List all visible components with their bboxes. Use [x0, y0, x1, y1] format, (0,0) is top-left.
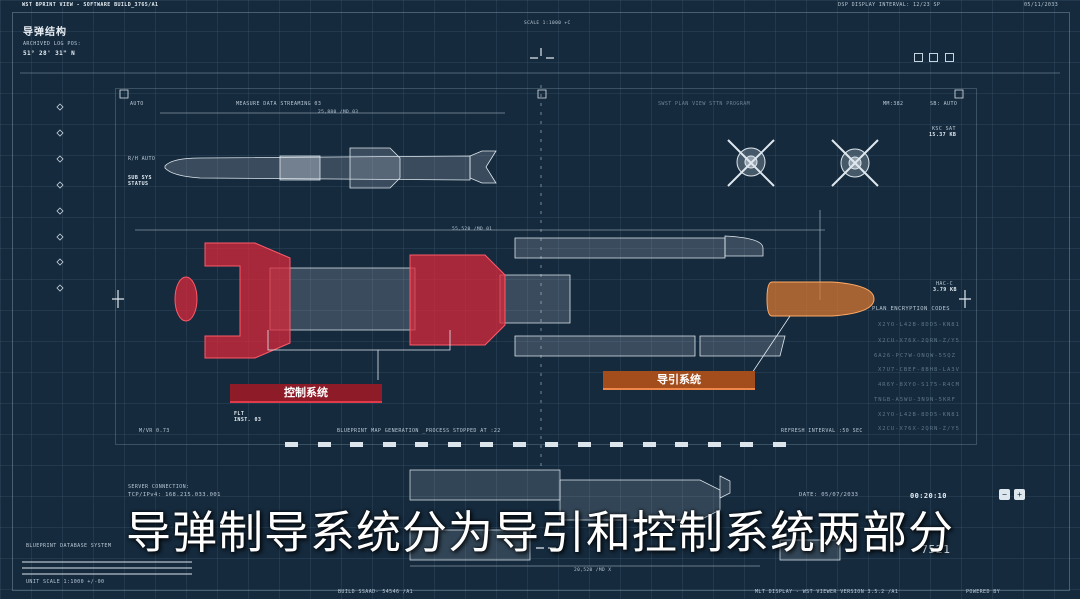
guidance-orange-nose [766, 281, 875, 317]
status-label: STATUS [128, 181, 149, 187]
window-icon-3[interactable] [945, 53, 954, 62]
plan-codes-label: PLAN ENCRYPTION CODES [872, 306, 950, 312]
mid-measure-value: 55,520 /MD 01 [452, 227, 493, 232]
front-view-1 [727, 139, 775, 187]
archived-label: ARCHIVED LOG POS: [23, 41, 81, 47]
measure-value: 25,880 /MD 03 [318, 110, 359, 115]
code-3: 6A26-PC7W-ONQW-55QZ [874, 353, 956, 359]
header-center-right: DSP DISPLAY INTERVAL: 12/23 SP [838, 2, 941, 8]
crosshair-marks [112, 48, 971, 549]
blueprint-gen-label: BLUEPRINT MAP GENERATION _PROCESS STOPPE… [337, 428, 501, 434]
bottom-wireframe-parts [409, 469, 841, 561]
window-icon-2[interactable] [929, 53, 938, 62]
outer-frame [12, 12, 1070, 591]
zoom-in-button[interactable]: + [1014, 489, 1025, 500]
date2-label: DATE: 05/07/2033 [799, 492, 859, 498]
swst-plan-label: SWST PLAN VIEW STTN PROGRAM [658, 101, 751, 107]
tcp-label: TCP/IPv4: 168.215.033.001 [128, 492, 221, 498]
page-title: 导弹结构 [23, 27, 67, 38]
sb-auto-label: SB: AUTO [930, 101, 958, 107]
scale-bars [22, 561, 192, 575]
unit-scale-label: UNIT SCALE 1:1000 +/-00 [26, 579, 105, 585]
measure-label: MEASURE DATA STREAMING 03 [236, 101, 322, 107]
header-date: 05/11/2033 [1024, 2, 1059, 8]
window-icon-1[interactable] [914, 53, 923, 62]
code-8: X2CU-X76X-2QRN-Z/Y5 [878, 426, 960, 432]
sub-sys-label: SUB SYS [128, 175, 152, 181]
hac-value: 3.79 KB [933, 287, 957, 293]
code-2: X2CU-X76X-2QRN-Z/Y5 [878, 338, 960, 344]
code-1: X2YO-L42B-8DD5-KN81 [878, 322, 960, 328]
ksc-label: KSC SAT [932, 126, 956, 132]
coords-value: 51° 28' 31" N [23, 50, 76, 57]
header-left: WST BPRINT VIEW - SOFTWARE BUILD_3765/A1 [22, 2, 159, 8]
bottom-measure-value: 20,520 /MD X [574, 568, 612, 573]
front-view-2 [831, 139, 879, 187]
center-missile-body [269, 235, 786, 357]
powered-label: POWERED BY [966, 589, 1001, 595]
rh-auto-label: R/H AUTO [128, 156, 156, 162]
top-missile-wireframe [164, 147, 497, 189]
dimension-lines [135, 85, 825, 567]
server-label: SERVER CONNECTION: [128, 484, 190, 490]
mvr-label: M/VR 0.73 [139, 428, 170, 434]
counter-value: 7521 [921, 543, 951, 556]
guidance-system-tag: 导引系统 [603, 371, 755, 390]
code-5: 4R6Y-8XYO-S175-R4CM [878, 382, 960, 388]
zoom-out-button[interactable]: − [999, 489, 1010, 500]
flt-label: FLT [234, 411, 245, 417]
db-label: BLUEPRINT DATABASE SYSTEM [26, 543, 112, 549]
left-diamond-markers [56, 103, 64, 292]
code-4: X7U7-CBEF-8BH8-LA3V [878, 367, 960, 373]
control-system-tag: 控制系统 [230, 384, 382, 403]
viewer-label: MLT DISPLAY - WST VIEWER VERSION 3.5.2 /… [755, 589, 899, 595]
callout-lines [267, 315, 791, 380]
refresh-label: REFRESH INTERVAL :50 SEC [781, 428, 863, 434]
auto-label: AUTO [130, 101, 144, 107]
code-7: X2YO-L42B-8DD5-KN81 [878, 412, 960, 418]
ksc-value: 15.37 KB [929, 132, 957, 138]
video-subtitle: 导弹制导系统分为导引和控制系统两部分 [125, 506, 954, 559]
time-value: 00:20:10 [910, 492, 947, 500]
header-scale: SCALE 1:1000 +C [524, 21, 571, 26]
mm-label: MM:382 [883, 101, 904, 107]
inst-label: INST. 03 [234, 417, 262, 423]
hac-label: HAC-C [936, 281, 954, 287]
build-label: BUILD SSAAD- 54546 /A1 [338, 589, 414, 595]
control-system-red-parts [174, 242, 506, 359]
code-6: TNGB-A5WU-3N9N-5KRF [874, 397, 956, 403]
